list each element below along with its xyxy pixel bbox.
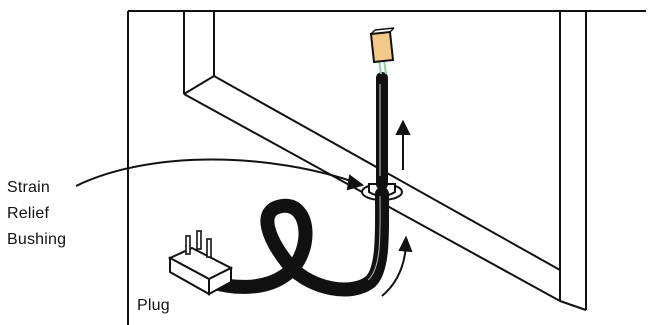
strain-relief-label-line3: Bushing bbox=[7, 231, 66, 248]
ledge-bottom-right bbox=[559, 300, 587, 311]
connector-top-lip-3 bbox=[389, 27, 395, 33]
strain-relief-label-line2: Relief bbox=[7, 205, 49, 222]
leader-line bbox=[75, 158, 361, 187]
plug-prong-right bbox=[196, 230, 202, 250]
arrow-curve-head bbox=[398, 235, 413, 253]
arrow-up-head bbox=[395, 119, 411, 135]
ledge-back-top bbox=[183, 75, 561, 271]
wire-lead-green-2 bbox=[383, 59, 387, 75]
strain-relief-label-line1: Strain bbox=[7, 179, 50, 196]
arrow-curve-shaft bbox=[381, 245, 407, 297]
wire-connector bbox=[369, 27, 395, 64]
connector-top-lip-2 bbox=[374, 27, 395, 31]
upper-cord bbox=[376, 59, 388, 190]
lower-cord bbox=[205, 187, 390, 297]
plug-prong-left bbox=[185, 235, 191, 255]
connector-body bbox=[369, 30, 395, 64]
plug-body-side bbox=[208, 266, 232, 296]
plug bbox=[167, 230, 234, 296]
direction-arrows bbox=[381, 119, 413, 297]
connector-top-lip bbox=[370, 29, 376, 35]
strain-relief-leader bbox=[75, 158, 365, 191]
lower-cord-highlight bbox=[367, 195, 381, 281]
leader-arrowhead bbox=[346, 174, 365, 191]
plug-prong-ground bbox=[206, 238, 212, 258]
lower-cord-body bbox=[205, 187, 390, 297]
plug-label: Plug bbox=[137, 297, 170, 314]
